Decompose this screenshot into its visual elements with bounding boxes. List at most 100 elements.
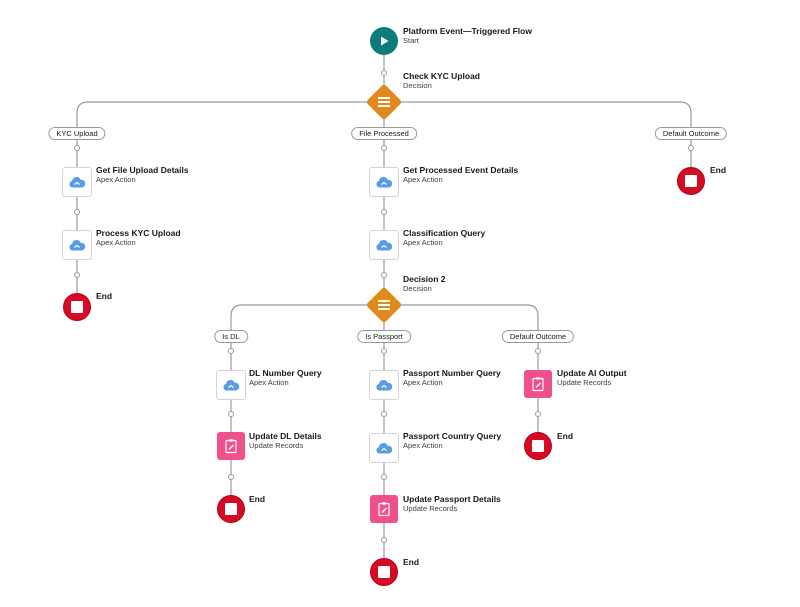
stop-icon — [71, 301, 83, 313]
end-label: End — [96, 291, 112, 301]
end-text: End — [710, 165, 727, 175]
end-text: End — [96, 291, 113, 301]
kyc-step-2-label: Process KYC Upload Apex Action — [96, 228, 181, 247]
start-label: Platform Event—Triggered Flow Start — [403, 26, 532, 45]
outcome-file-processed[interactable]: File Processed — [351, 127, 417, 140]
node-subtitle: Apex Action — [403, 441, 443, 450]
decision-2-label: Decision 2 Decision — [403, 274, 446, 293]
node-subtitle: Apex Action — [403, 238, 443, 247]
update-records-node[interactable] — [217, 432, 245, 460]
connector-dot[interactable] — [381, 474, 387, 480]
stop-icon — [225, 503, 237, 515]
start-node[interactable] — [370, 27, 398, 55]
cloud-apex-icon — [69, 177, 86, 188]
end-label: End — [403, 557, 419, 567]
passport-step-2-label: Passport Country Query Apex Action — [403, 431, 501, 450]
connector-dot[interactable] — [381, 348, 387, 354]
connector-dot[interactable] — [228, 411, 234, 417]
play-icon — [381, 36, 389, 46]
node-title: Update AI Output — [557, 368, 627, 378]
decision-1-subtitle: Decision — [403, 81, 432, 90]
node-title: DL Number Query — [249, 368, 322, 378]
connector-dot[interactable] — [74, 145, 80, 151]
cloud-apex-icon — [376, 380, 393, 391]
decision-node-2[interactable] — [365, 286, 403, 324]
connector-dot[interactable] — [535, 411, 541, 417]
decision-2-subtitle: Decision — [403, 284, 432, 293]
end-text: End — [557, 431, 574, 441]
node-subtitle: Apex Action — [96, 175, 136, 184]
update-records-node[interactable] — [524, 370, 552, 398]
stop-icon — [685, 175, 697, 187]
end-node[interactable] — [677, 167, 705, 195]
node-title: Classification Query — [403, 228, 486, 238]
end-node[interactable] — [524, 432, 552, 460]
apex-action-node[interactable] — [369, 167, 399, 197]
processed-step-1-label: Get Processed Event Details Apex Action — [403, 165, 518, 184]
end-node[interactable] — [63, 293, 91, 321]
update-records-icon — [378, 502, 390, 517]
decision-2-title: Decision 2 — [403, 274, 446, 284]
node-subtitle: Update Records — [557, 378, 612, 387]
cloud-apex-icon — [376, 177, 393, 188]
processed-step-2-label: Classification Query Apex Action — [403, 228, 485, 247]
end-text: End — [249, 494, 266, 504]
connector-dot[interactable] — [381, 209, 387, 215]
decision-node-check-kyc[interactable] — [365, 83, 403, 121]
outcome-default-2[interactable]: Default Outcome — [501, 330, 575, 343]
connector-dot[interactable] — [381, 145, 387, 151]
start-subtitle: Start — [403, 36, 419, 45]
connector-dot[interactable] — [381, 411, 387, 417]
node-subtitle: Update Records — [403, 504, 458, 513]
apex-action-node[interactable] — [216, 370, 246, 400]
decision-icon — [378, 97, 390, 107]
connector-dot[interactable] — [535, 348, 541, 354]
update-records-icon — [225, 439, 237, 454]
update-records-icon — [532, 377, 544, 392]
apex-action-node[interactable] — [62, 230, 92, 260]
connector-dot[interactable] — [74, 209, 80, 215]
node-subtitle: Update Records — [249, 441, 304, 450]
dl-step-1-label: DL Number Query Apex Action — [249, 368, 322, 387]
connector-dot[interactable] — [228, 348, 234, 354]
node-subtitle: Apex Action — [249, 378, 289, 387]
cloud-apex-icon — [223, 380, 240, 391]
outcome-is-dl[interactable]: Is DL — [214, 330, 248, 343]
decision-1-title: Check KYC Upload — [403, 71, 480, 81]
decision-1-label: Check KYC Upload Decision — [403, 71, 480, 90]
apex-action-node[interactable] — [369, 230, 399, 260]
apex-action-node[interactable] — [62, 167, 92, 197]
cloud-apex-icon — [376, 443, 393, 454]
kyc-step-1-label: Get File Upload Details Apex Action — [96, 165, 189, 184]
node-title: Get File Upload Details — [96, 165, 189, 175]
end-node[interactable] — [370, 558, 398, 586]
node-title: Update DL Details — [249, 431, 322, 441]
outcome-is-passport[interactable]: Is Passport — [357, 330, 411, 343]
end-text: End — [403, 557, 420, 567]
connector-dot[interactable] — [228, 474, 234, 480]
connector-dot[interactable] — [381, 537, 387, 543]
passport-step-3-label: Update Passport Details Update Records — [403, 494, 501, 513]
apex-action-node[interactable] — [369, 370, 399, 400]
cloud-apex-icon — [376, 240, 393, 251]
outcome-kyc-upload[interactable]: KYC Upload — [48, 127, 106, 140]
end-label: End — [557, 431, 573, 441]
connector-dot[interactable] — [381, 272, 387, 278]
node-subtitle: Apex Action — [403, 378, 443, 387]
node-title: Get Processed Event Details — [403, 165, 519, 175]
connector-dot[interactable] — [74, 272, 80, 278]
node-title: Update Passport Details — [403, 494, 501, 504]
end-node[interactable] — [217, 495, 245, 523]
start-title: Platform Event—Triggered Flow — [403, 26, 532, 36]
connector-dot[interactable] — [688, 145, 694, 151]
apex-action-node[interactable] — [369, 433, 399, 463]
end-label: End — [710, 165, 726, 175]
node-subtitle: Apex Action — [96, 238, 136, 247]
outcome-default-1[interactable]: Default Outcome — [654, 127, 728, 140]
stop-icon — [532, 440, 544, 452]
connector-dot[interactable] — [381, 70, 387, 76]
stop-icon — [378, 566, 390, 578]
update-records-node[interactable] — [370, 495, 398, 523]
